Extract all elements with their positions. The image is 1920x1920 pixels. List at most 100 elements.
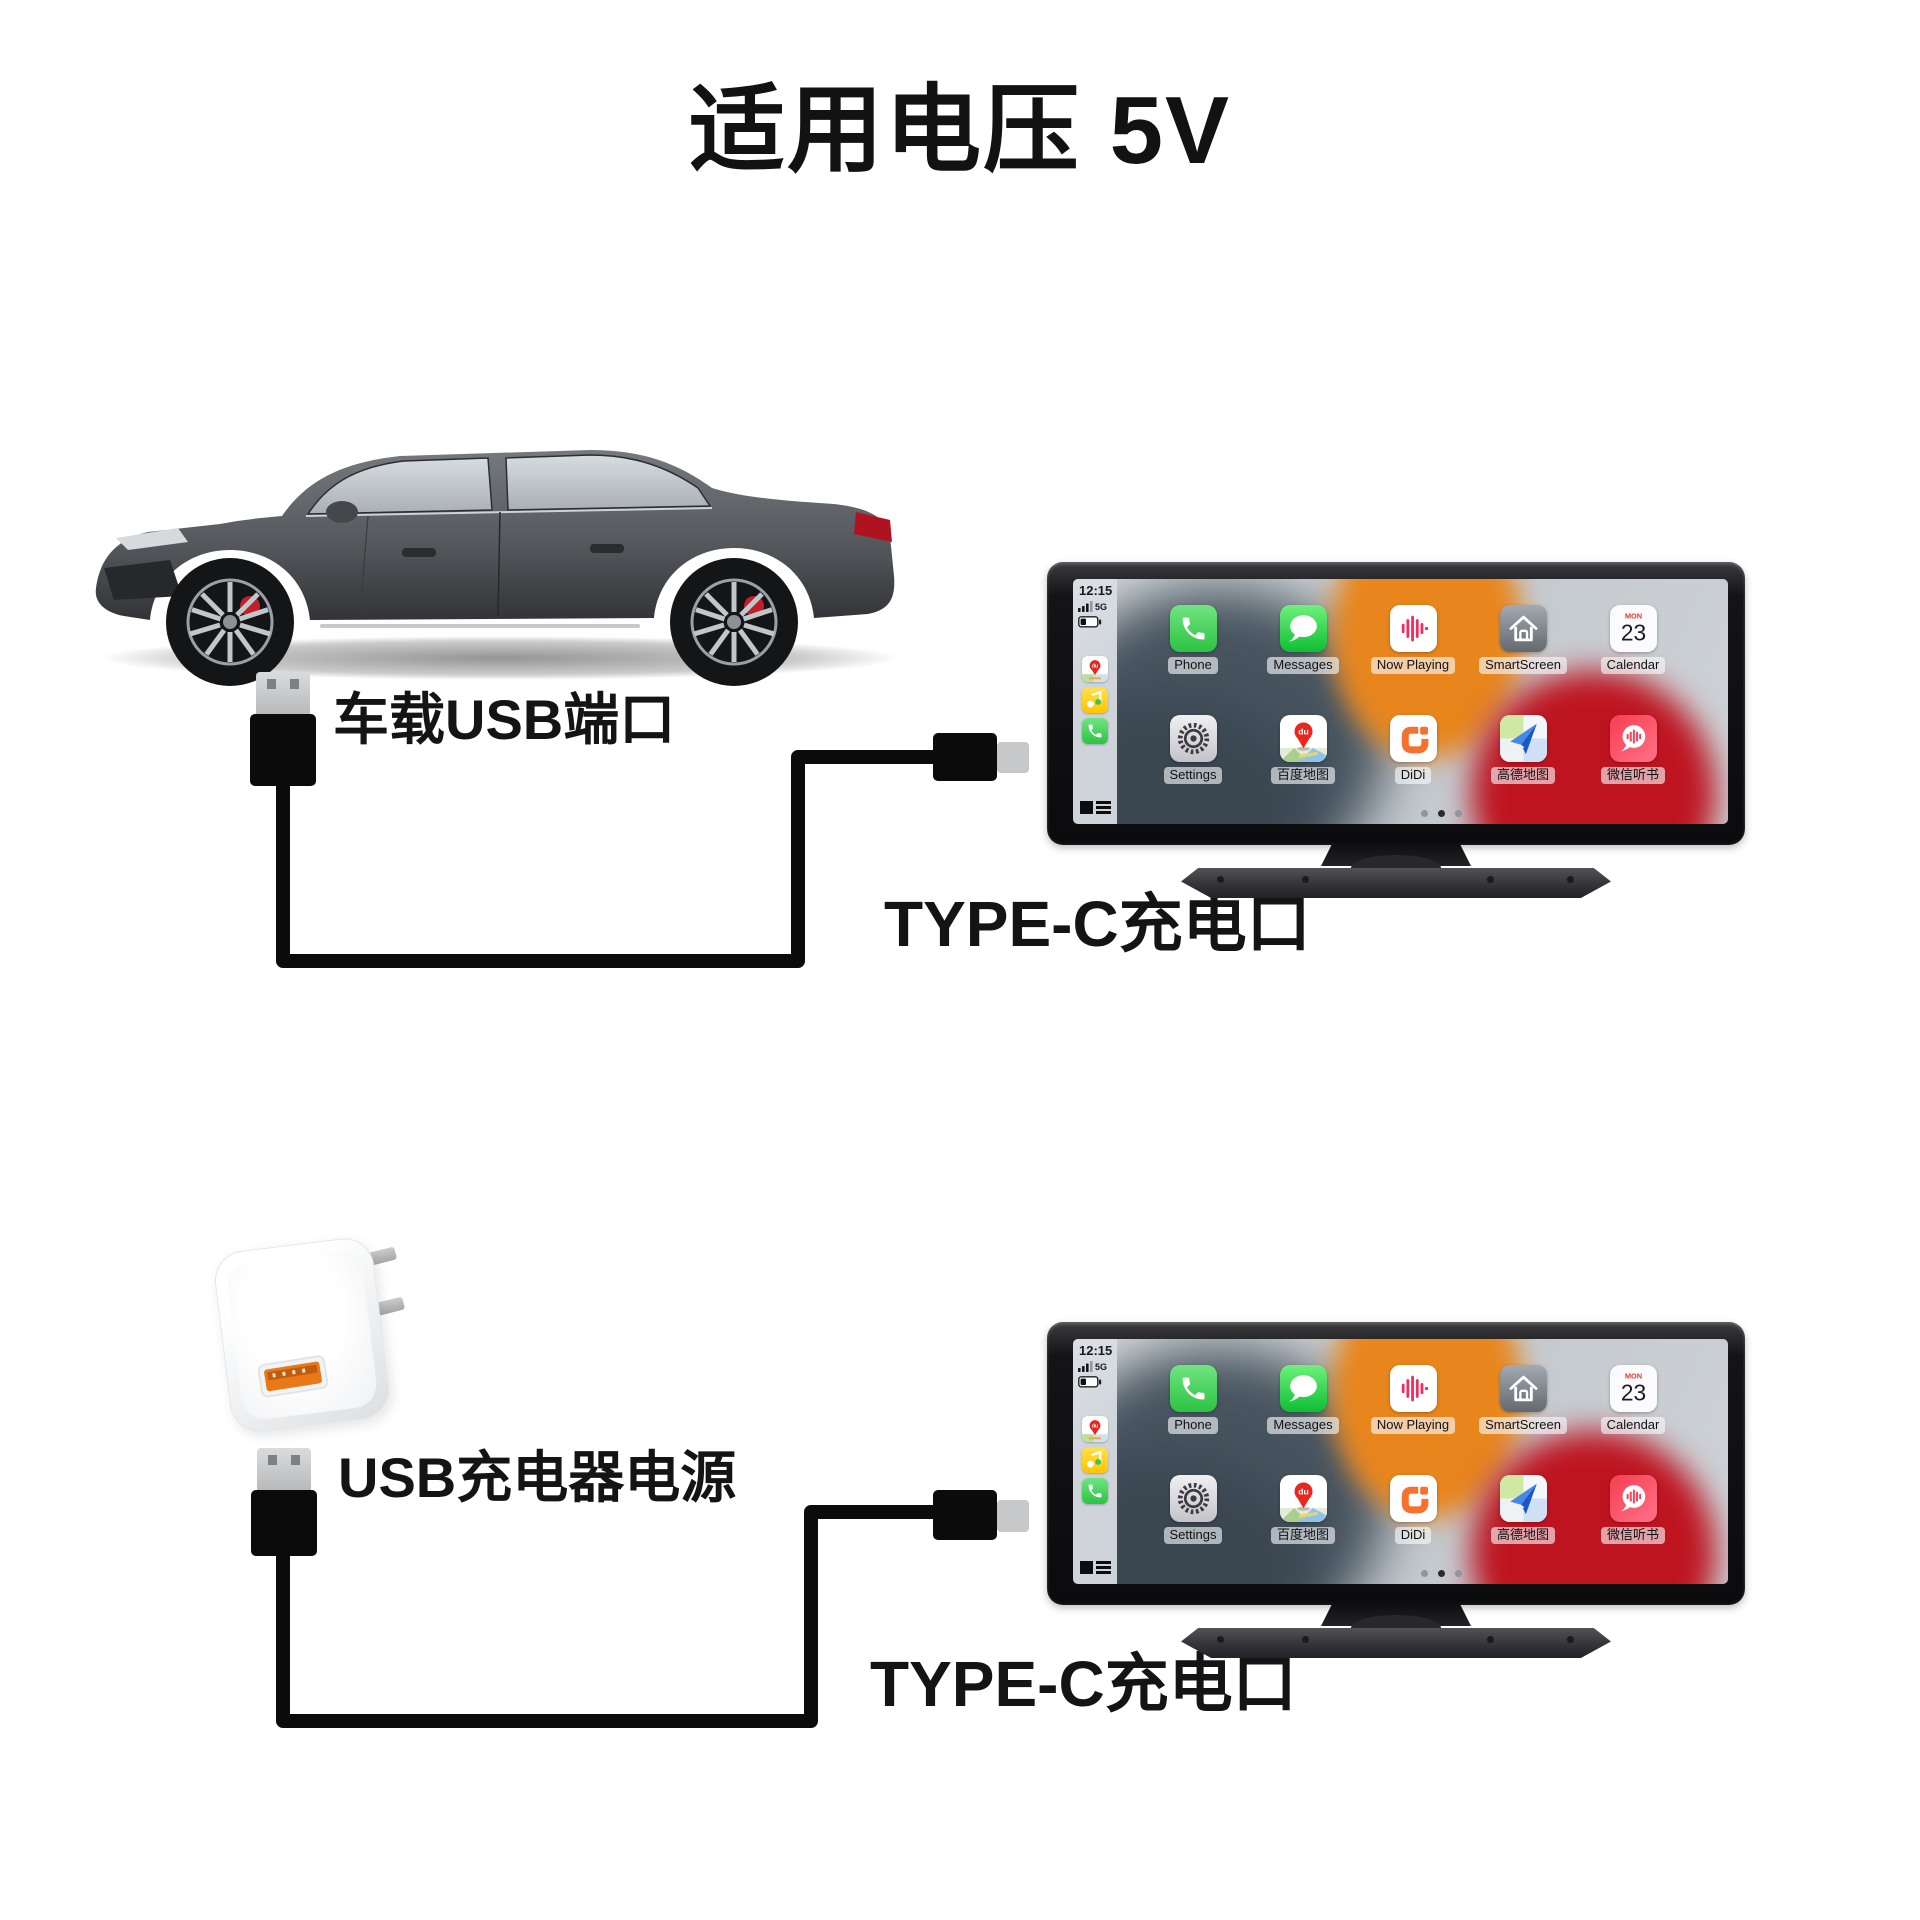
app-label: 百度地图 — [1270, 1527, 1335, 1544]
app-amap[interactable]: 高德地图 — [1468, 1475, 1578, 1544]
app-wechat-listen[interactable]: 微信听书 — [1578, 1475, 1688, 1544]
now-playing-icon[interactable] — [1389, 1365, 1437, 1412]
app-amap[interactable]: 高德地图 — [1468, 715, 1578, 784]
stand-screw — [1302, 876, 1309, 883]
app-messages[interactable]: Messages — [1248, 605, 1358, 674]
stand-screw — [1567, 876, 1574, 883]
app-label: 百度地图 — [1270, 767, 1335, 784]
settings-icon[interactable] — [1169, 715, 1217, 762]
baidu-maps-icon[interactable]: du — [1279, 715, 1327, 762]
baidu-maps-mini-icon[interactable]: du — [1082, 1416, 1108, 1442]
display-bezel: 12:15 5G — [1047, 562, 1745, 898]
app-smartscreen[interactable]: SmartScreen — [1468, 605, 1578, 674]
usb-cable-top — [276, 733, 1029, 968]
qq-music-mini-icon[interactable] — [1082, 687, 1108, 713]
svg-text:23: 23 — [1620, 1379, 1645, 1405]
now-playing-icon[interactable] — [1389, 605, 1437, 652]
dashboard-toggle-icon[interactable] — [1080, 1561, 1111, 1574]
app-now-playing[interactable]: Now Playing — [1358, 1365, 1468, 1434]
phone-mini-icon[interactable] — [1082, 718, 1108, 744]
page-dots — [1421, 1570, 1462, 1577]
app-label: Calendar — [1600, 657, 1666, 674]
amap-icon[interactable] — [1499, 1475, 1547, 1522]
stand-screw — [1487, 876, 1494, 883]
network-badge: 5G — [1095, 1362, 1108, 1372]
svg-text:MON: MON — [1624, 1372, 1641, 1381]
baidu-maps-icon[interactable]: du — [1279, 1475, 1327, 1522]
messages-icon[interactable] — [1279, 1365, 1327, 1412]
app-label: Settings — [1163, 767, 1223, 784]
carplay-display-top: 12:15 5G — [1047, 562, 1745, 910]
usb-cable-bottom — [276, 1490, 1029, 1728]
stand-base — [1181, 1628, 1611, 1658]
phone-icon[interactable] — [1169, 1365, 1217, 1412]
wechat-listen-icon[interactable] — [1609, 715, 1657, 762]
didi-icon[interactable] — [1389, 715, 1437, 762]
car-front-wheel — [166, 558, 294, 686]
type-c-port-label-bottom: TYPE-C充电口 — [870, 1648, 1297, 1720]
app-phone[interactable]: Phone — [1138, 1365, 1248, 1434]
settings-icon[interactable] — [1169, 1475, 1217, 1522]
app-wechat-listen[interactable]: 微信听书 — [1578, 715, 1688, 784]
usb-a-connector-top — [250, 672, 316, 790]
usb-a-metal-tip — [256, 672, 310, 716]
car-sill-trim — [320, 624, 640, 628]
stand-screw — [1567, 1636, 1574, 1643]
app-phone[interactable]: Phone — [1138, 605, 1248, 674]
display-screen: 12:15 5G — [1073, 579, 1728, 824]
phone-mini-icon[interactable] — [1082, 1478, 1108, 1504]
type-c-metal-tip — [997, 742, 1029, 773]
qq-music-mini-icon[interactable] — [1082, 1447, 1108, 1473]
usb-charger — [211, 1234, 422, 1441]
svg-text:du: du — [1092, 664, 1098, 670]
car-usb-port-label: 车载USB端口 — [333, 688, 676, 751]
battery-icon — [1078, 1376, 1102, 1388]
usb-a-metal-tip — [257, 1448, 311, 1492]
app-settings[interactable]: Settings — [1138, 715, 1248, 784]
baidu-maps-mini-icon[interactable]: du — [1082, 656, 1108, 682]
status-time: 12:15 — [1079, 1343, 1113, 1358]
app-label: 高德地图 — [1490, 1527, 1555, 1544]
svg-text:du: du — [1298, 1487, 1309, 1497]
page-dot — [1421, 1570, 1428, 1577]
app-baidu-maps[interactable]: du 百度地图 — [1248, 715, 1358, 784]
smartscreen-icon[interactable] — [1499, 605, 1547, 652]
display-screen: 12:15 5G — [1073, 1339, 1728, 1584]
svg-text:23: 23 — [1620, 619, 1645, 645]
signal-bars-icon — [1078, 601, 1093, 612]
app-now-playing[interactable]: Now Playing — [1358, 605, 1468, 674]
stand-screw — [1487, 1636, 1494, 1643]
car-front-window — [306, 457, 493, 515]
carplay-display-bottom: 12:15 5G — [1047, 1322, 1745, 1670]
app-label: 微信听书 — [1600, 767, 1665, 784]
usb-a-plug-body — [250, 714, 316, 786]
page-dot-active — [1438, 1570, 1445, 1577]
wechat-listen-icon[interactable] — [1609, 1475, 1657, 1522]
amap-icon[interactable] — [1499, 715, 1547, 762]
app-label: SmartScreen — [1479, 657, 1567, 674]
car-rear-window — [505, 454, 712, 511]
type-c-plug — [933, 733, 997, 781]
dashboard-toggle-icon[interactable] — [1080, 801, 1111, 814]
app-grid-row-1: Phone Messages Now Playing SmartScreen M… — [1138, 605, 1688, 674]
didi-icon[interactable] — [1389, 1475, 1437, 1522]
page-dot-active — [1438, 810, 1445, 817]
usb-a-connector-bottom — [251, 1448, 317, 1566]
app-smartscreen[interactable]: SmartScreen — [1468, 1365, 1578, 1434]
app-didi[interactable]: DiDi — [1358, 715, 1468, 784]
app-settings[interactable]: Settings — [1138, 1475, 1248, 1544]
messages-icon[interactable] — [1279, 605, 1327, 652]
car-grille — [104, 560, 182, 600]
smartscreen-icon[interactable] — [1499, 1365, 1547, 1412]
phone-icon[interactable] — [1169, 605, 1217, 652]
app-didi[interactable]: DiDi — [1358, 1475, 1468, 1544]
stand-screw — [1217, 1636, 1224, 1643]
app-messages[interactable]: Messages — [1248, 1365, 1358, 1434]
stand-screw — [1217, 876, 1224, 883]
app-baidu-maps[interactable]: du 百度地图 — [1248, 1475, 1358, 1544]
